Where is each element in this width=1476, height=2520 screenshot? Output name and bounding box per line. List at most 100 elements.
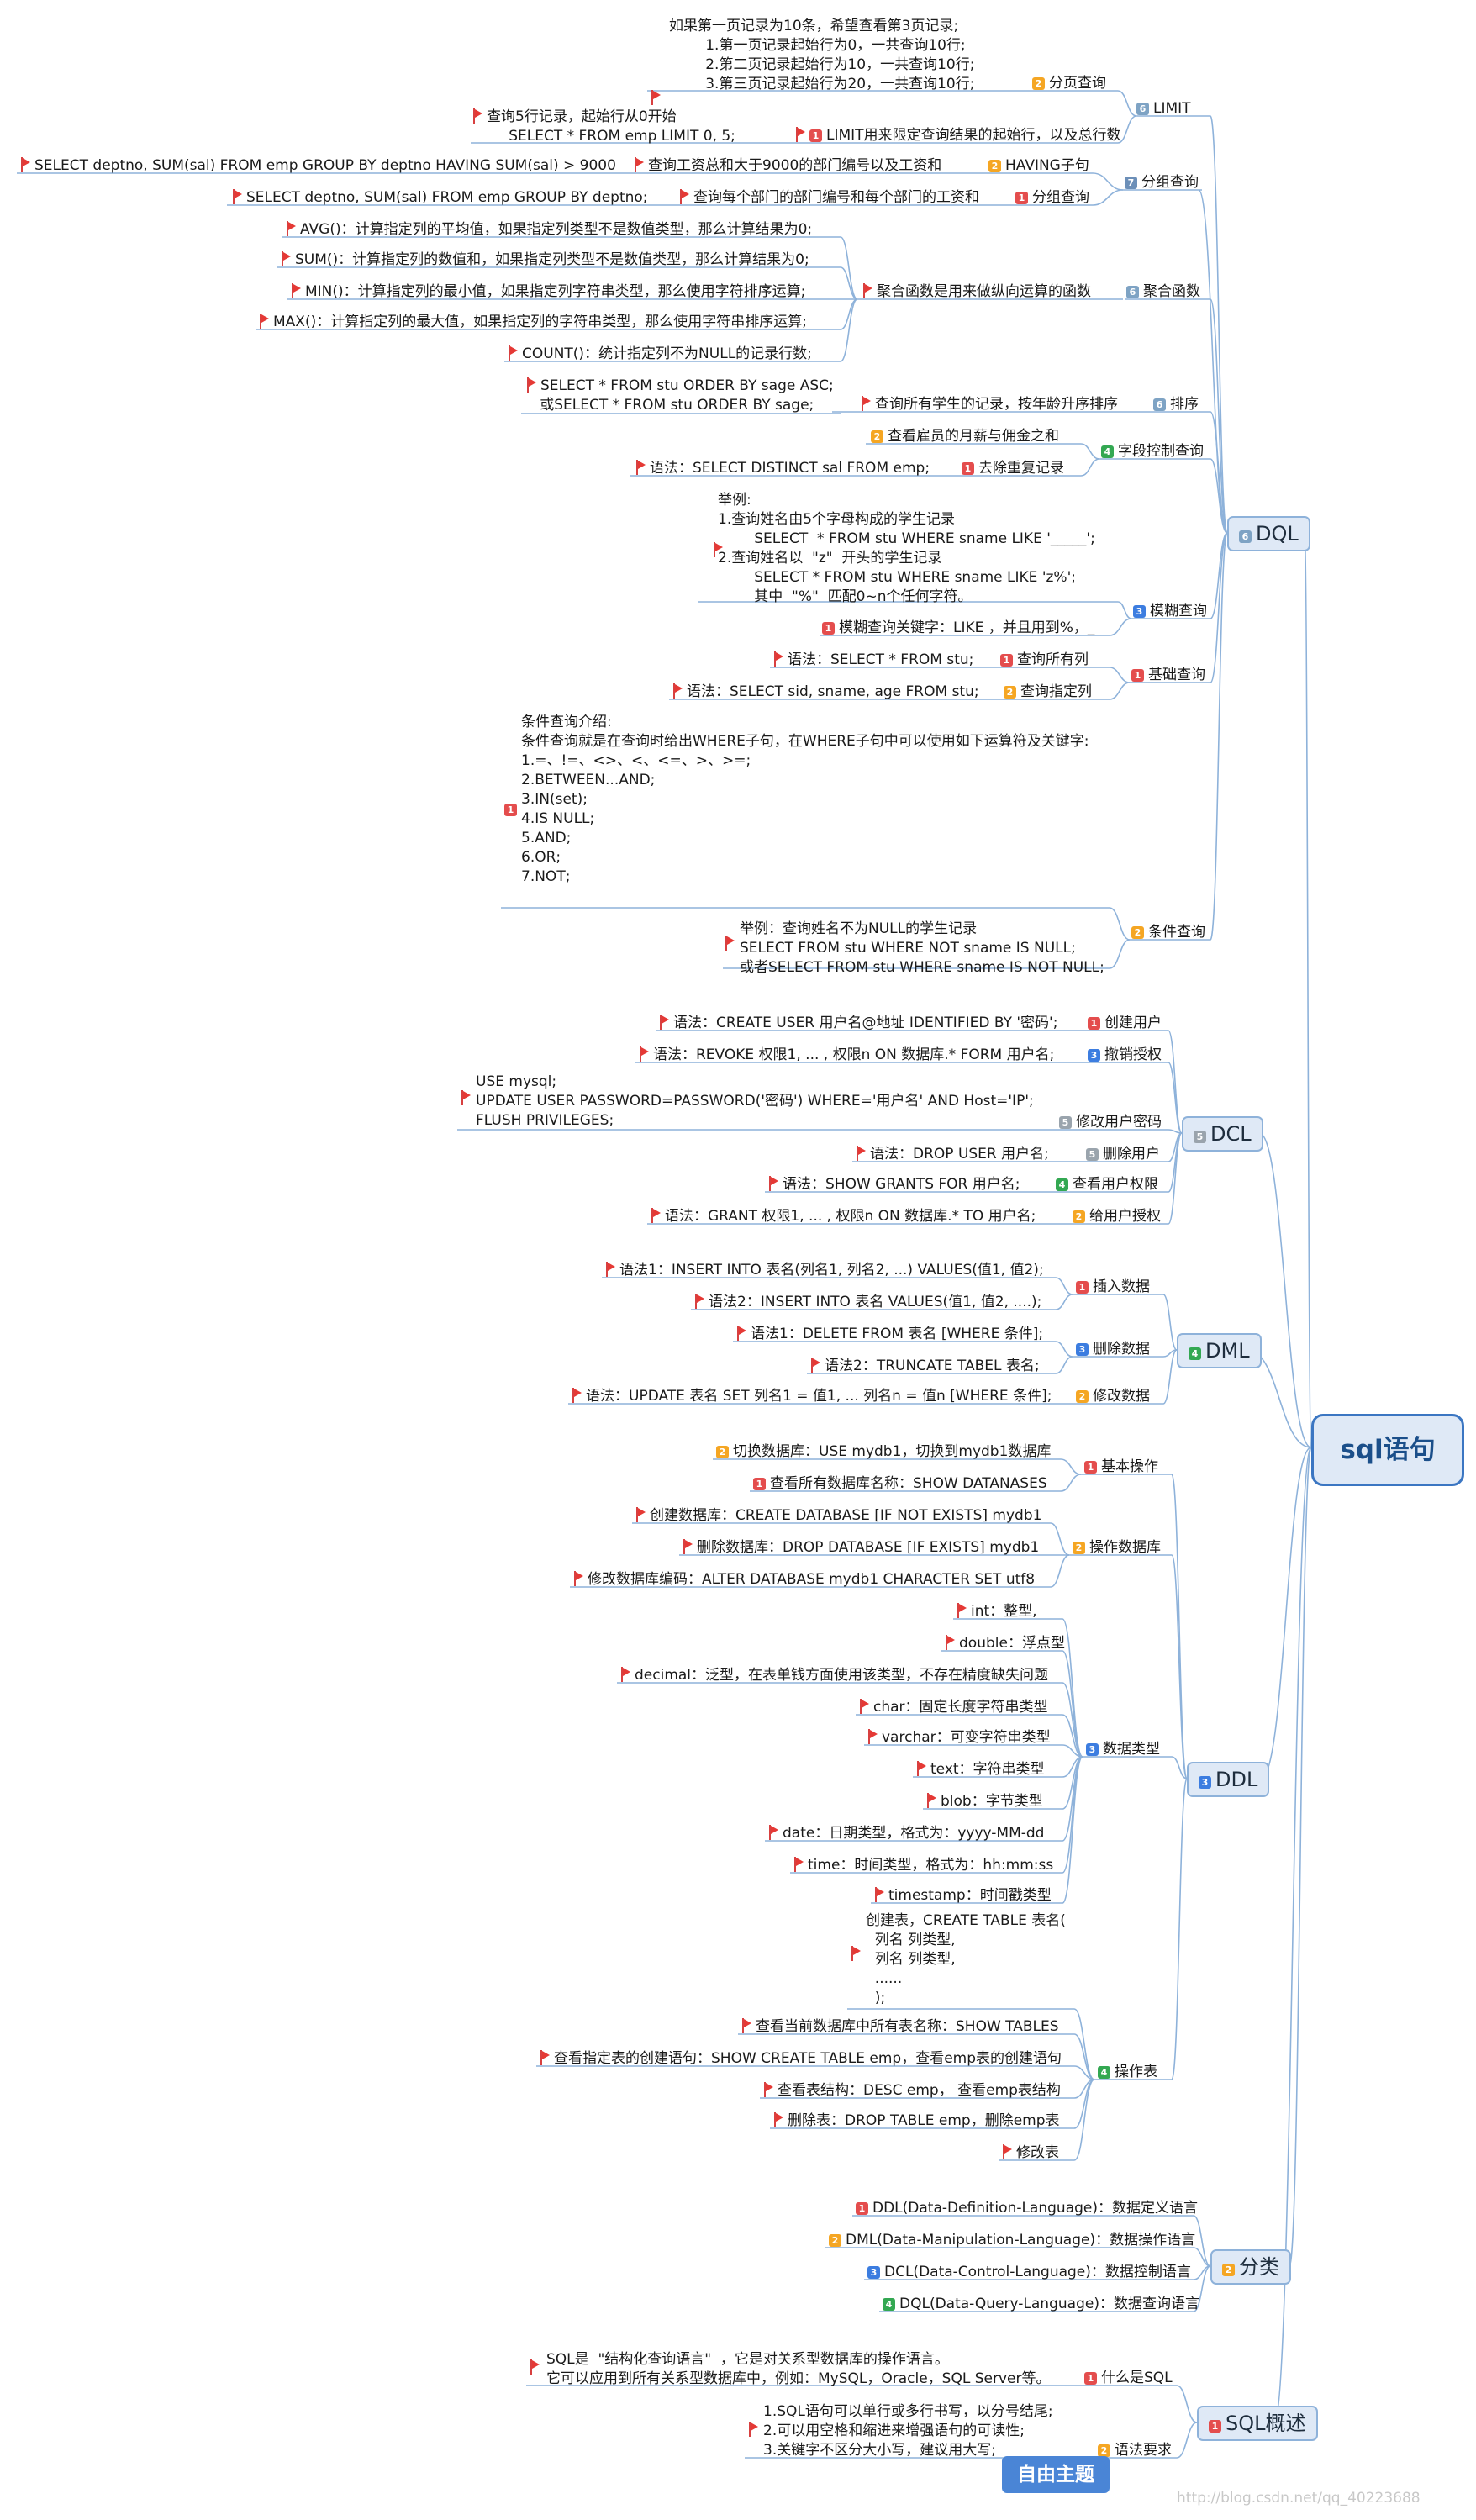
flag-icon: [472, 108, 482, 124]
flag-icon: [713, 541, 727, 560]
free-topic[interactable]: 自由主题: [1002, 2456, 1110, 2493]
connector-line: [840, 266, 858, 300]
table-alter: 修改表: [1002, 2143, 1059, 2162]
connector-line: [1080, 443, 1100, 460]
flag-icon: [20, 157, 30, 172]
connector-line: [1260, 1447, 1312, 1779]
connector-line: [1193, 2247, 1211, 2267]
order-desc[interactable]: 查询所有学生的记录，按年龄升序排序: [861, 395, 1118, 414]
connector-line: [1055, 1294, 1073, 1310]
connector-line: [1162, 1294, 1178, 1351]
central-topic[interactable]: sql语句: [1311, 1414, 1464, 1486]
connector-line: [1171, 1778, 1188, 2080]
flag-icon: [694, 1294, 704, 1309]
flag-icon: [945, 1635, 955, 1650]
agg-desc[interactable]: 聚合函数是用来做纵向运算的函数: [862, 282, 1091, 301]
connector-line: [1109, 939, 1131, 969]
group-by-desc[interactable]: 查询每个部门的部门编号和每个部门的工资和: [679, 188, 979, 207]
flag-icon: [281, 251, 291, 266]
cond-intro: 条件查询介绍: 条件查询就是在查询时给出WHERE子句，在WHERE子句中可以使…: [521, 714, 1089, 885]
agg-count: COUNT()：统计指定列不为NULL的记录行数;: [508, 345, 812, 363]
connector-line: [1109, 667, 1131, 683]
dcl-password-sql: USE mysql; UPDATE USER PASSWORD=PASSWORD…: [476, 1073, 1034, 1129]
connector-line: [1171, 1554, 1188, 1779]
flag-icon: [1002, 2144, 1012, 2159]
table-show-create: 查看指定表的创建语句：SHOW CREATE TABLE emp，查看emp表的…: [540, 2049, 1062, 2068]
dml-insert1: 语法1：INSERT INTO 表名(列名1, 列名2, ...) VALUES…: [605, 1261, 1044, 1279]
connector-line: [1092, 172, 1124, 191]
type-decimal: decimal：泛型，在表单钱方面使用该类型，不存在精度缺失问题: [620, 1666, 1048, 1684]
flag-icon: [851, 1945, 865, 1964]
connector-line: [1050, 1554, 1070, 1588]
connector-line: [1073, 2008, 1095, 2080]
flag-icon: [861, 396, 871, 411]
connector-line: [1062, 1682, 1083, 1758]
connector-line: [1055, 1341, 1073, 1358]
flag-icon: [725, 935, 739, 953]
connector-line: [1062, 1756, 1083, 1874]
type-timestamp: timestamp：时间戳类型: [874, 1886, 1052, 1905]
limit-paging-text: 如果第一页记录为10条，希望查看第3页记录; 1.第一页记录起始行为0，一共查询…: [669, 18, 975, 92]
dml-delete1: 语法1：DELETE FROM 表名 [WHERE 条件];: [736, 1325, 1043, 1343]
connector-line: [1171, 1474, 1188, 1779]
connector-line: [1050, 1522, 1070, 1556]
dcl-show-sql: 语法：SHOW GRANTS FOR 用户名;: [768, 1175, 1020, 1194]
connector-line: [1210, 298, 1228, 534]
connector-line: [1109, 618, 1132, 636]
dcl-create-sql: 语法：CREATE USER 用户名@地址 IDENTIFIED BY '密码'…: [659, 1014, 1057, 1032]
flag-icon: [526, 377, 536, 393]
table-drop: 删除表：DROP TABLE emp，删除emp表: [773, 2111, 1060, 2130]
connector-line: [1210, 411, 1228, 534]
flag-icon: [773, 651, 783, 667]
group-having-desc[interactable]: 查询工资总和大于9000的部门编号以及工资和: [634, 156, 941, 175]
fuzzy-example: 举例: 1.查询姓名由5个字母构成的学生记录 SELECT * FROM stu…: [718, 492, 1095, 605]
ddl-dropdb: 删除数据库：DROP DATABASE [IF EXISTS] mydb1: [683, 1538, 1039, 1557]
flag-icon: [862, 283, 872, 298]
connector-line: [1193, 2265, 1211, 2312]
agg-avg: AVG()：计算指定列的平均值，如果指定列类型不是数值类型，那么计算结果为0;: [286, 220, 812, 239]
flag-icon: [768, 1176, 778, 1191]
